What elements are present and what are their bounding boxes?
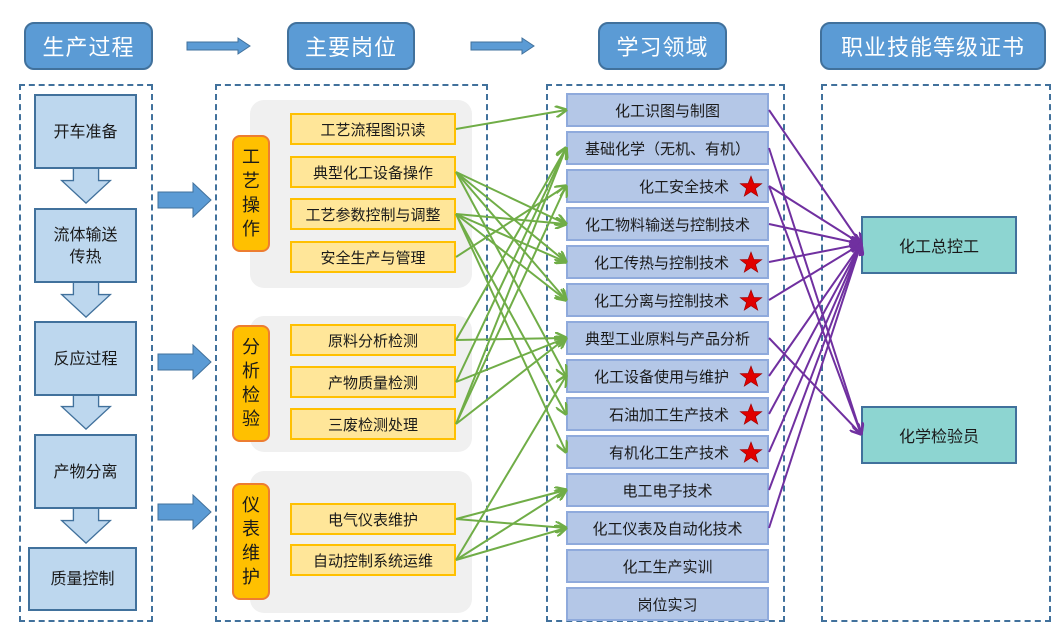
production-step-label: 开车准备 bbox=[53, 121, 118, 141]
course-label: 化工仪表及自动化技术 bbox=[592, 519, 743, 538]
group-label-char: 分 bbox=[242, 336, 260, 358]
group-label-char: 析 bbox=[242, 360, 260, 382]
group-label-char: 维 bbox=[242, 542, 260, 564]
course-item: 电工电子技术 bbox=[566, 473, 769, 507]
production-step-label: 产物分离 bbox=[53, 461, 118, 481]
star-icon bbox=[739, 175, 763, 197]
down-arrow-icon bbox=[59, 394, 113, 430]
post-item: 工艺流程图识读 bbox=[290, 113, 456, 145]
group-label-char: 作 bbox=[242, 218, 260, 240]
course-item: 化工分离与控制技术 bbox=[566, 283, 769, 317]
down-arrow-icon bbox=[59, 282, 113, 318]
post-item: 原料分析检测 bbox=[290, 324, 456, 356]
certificates-column bbox=[821, 84, 1051, 622]
course-label: 典型工业原料与产品分析 bbox=[584, 329, 750, 348]
certificate-chemical-inspector: 化学检验员 bbox=[861, 406, 1017, 464]
course-item: 典型工业原料与产品分析 bbox=[566, 321, 769, 355]
down-arrow-icon bbox=[59, 168, 113, 204]
right-arrow-icon bbox=[157, 494, 212, 530]
post-group-background bbox=[250, 471, 472, 613]
certificate-chemical-control-operator: 化工总控工 bbox=[861, 216, 1017, 274]
course-item: 石油加工生产技术 bbox=[566, 397, 769, 431]
header-main-posts: 主要岗位 bbox=[287, 22, 415, 70]
star-icon bbox=[739, 251, 763, 273]
star-icon bbox=[739, 289, 763, 311]
production-step: 流体输送 传热 bbox=[34, 208, 137, 283]
post-item: 电气仪表维护 bbox=[290, 503, 456, 535]
star-icon bbox=[739, 441, 763, 463]
right-arrow-icon bbox=[157, 182, 212, 218]
group-label-process-operation: 工 艺 操 作 bbox=[232, 135, 270, 252]
course-item: 化工仪表及自动化技术 bbox=[566, 511, 769, 545]
star-icon bbox=[739, 365, 763, 387]
course-item: 化工安全技术 bbox=[566, 169, 769, 203]
course-label: 化工分离与控制技术 bbox=[593, 291, 729, 310]
course-item: 化工设备使用与维护 bbox=[566, 359, 769, 393]
course-item: 化工物料输送与控制技术 bbox=[566, 207, 769, 241]
production-step-label: 反应过程 bbox=[53, 348, 118, 368]
group-label-char: 护 bbox=[242, 566, 260, 588]
post-item: 自动控制系统运维 bbox=[290, 544, 456, 576]
course-label: 化工设备使用与维护 bbox=[593, 367, 729, 386]
course-label: 电工电子技术 bbox=[622, 481, 713, 500]
post-item: 典型化工设备操作 bbox=[290, 156, 456, 188]
header-certificates: 职业技能等级证书 bbox=[820, 22, 1046, 70]
group-label-instrument-maintenance: 仪 表 维 护 bbox=[232, 483, 270, 600]
group-label-char: 检 bbox=[242, 384, 260, 406]
production-step: 开车准备 bbox=[34, 94, 137, 169]
group-label-analysis-inspection: 分 析 检 验 bbox=[232, 325, 270, 442]
group-label-char: 仪 bbox=[242, 494, 260, 516]
production-step: 产物分离 bbox=[34, 434, 137, 509]
post-item: 工艺参数控制与调整 bbox=[290, 198, 456, 230]
header-arrow-1 bbox=[186, 37, 251, 55]
course-item: 化工传热与控制技术 bbox=[566, 245, 769, 279]
production-step: 反应过程 bbox=[34, 321, 137, 396]
post-item: 安全生产与管理 bbox=[290, 241, 456, 273]
production-step-label: 流体输送 传热 bbox=[53, 224, 118, 266]
course-label: 基础化学（无机、有机） bbox=[584, 139, 750, 158]
course-label: 有机化工生产技术 bbox=[608, 443, 729, 462]
star-icon bbox=[739, 403, 763, 425]
course-label: 化工传热与控制技术 bbox=[593, 253, 729, 272]
course-label: 化工生产实训 bbox=[622, 557, 713, 576]
course-label: 石油加工生产技术 bbox=[608, 405, 729, 424]
group-label-char: 表 bbox=[242, 518, 260, 540]
course-item: 有机化工生产技术 bbox=[566, 435, 769, 469]
down-arrow-icon bbox=[59, 508, 113, 544]
group-label-char: 操 bbox=[242, 194, 260, 216]
course-label: 化工识图与制图 bbox=[614, 101, 720, 120]
course-item: 基础化学（无机、有机） bbox=[566, 131, 769, 165]
production-column bbox=[19, 84, 153, 622]
group-label-char: 艺 bbox=[242, 170, 260, 192]
group-label-char: 工 bbox=[242, 146, 260, 168]
course-label: 化工物料输送与控制技术 bbox=[584, 215, 750, 234]
post-item: 三废检测处理 bbox=[290, 408, 456, 440]
course-item: 化工识图与制图 bbox=[566, 93, 769, 127]
production-step-label: 质量控制 bbox=[50, 569, 115, 588]
right-arrow-icon bbox=[157, 344, 212, 380]
post-item: 产物质量检测 bbox=[290, 366, 456, 398]
header-production-process: 生产过程 bbox=[24, 22, 153, 70]
course-item: 岗位实习 bbox=[566, 587, 769, 621]
header-learning-areas: 学习领域 bbox=[598, 22, 727, 70]
production-step: 质量控制 bbox=[28, 547, 137, 611]
course-label: 化工安全技术 bbox=[638, 177, 729, 196]
group-label-char: 验 bbox=[242, 408, 260, 430]
course-label: 岗位实习 bbox=[637, 595, 698, 614]
course-item: 化工生产实训 bbox=[566, 549, 769, 583]
header-arrow-2 bbox=[470, 37, 535, 55]
